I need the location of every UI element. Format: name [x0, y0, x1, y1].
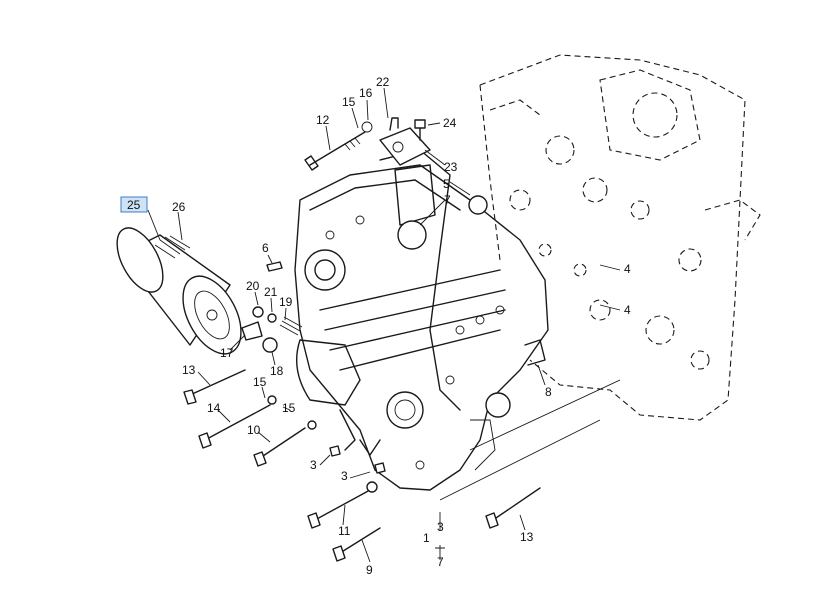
bolts-left [183, 369, 317, 467]
callout-15: 15 [342, 95, 356, 109]
callout-3-a: 3 [310, 458, 317, 472]
callout-3-b: 3 [341, 469, 348, 483]
callout-24: 24 [443, 116, 457, 130]
gear-case-cover [294, 149, 549, 491]
callout-15-a: 15 [253, 375, 267, 389]
callout-11: 11 [338, 524, 351, 538]
callout-labels: 25 26 12 15 16 22 24 23 5 7 6 20 21 19 1… [127, 75, 631, 577]
leader-lines [147, 87, 621, 563]
callout-4-a: 4 [624, 262, 631, 276]
callout-16: 16 [359, 86, 373, 100]
callout-12: 12 [316, 113, 330, 127]
callout-15-b: 15 [282, 401, 296, 415]
callout-22: 22 [376, 75, 390, 89]
callout-6: 6 [262, 241, 269, 255]
engine-block [479, 54, 761, 421]
callout-19: 19 [279, 295, 293, 309]
bolt-12 [304, 121, 373, 171]
bolt-24 [414, 119, 426, 141]
callout-23: 23 [444, 160, 458, 174]
callout-18: 18 [270, 364, 284, 378]
callout-1: 1 [423, 531, 430, 545]
callout-9: 9 [366, 563, 373, 577]
bolts-bottom [307, 445, 541, 562]
callout-26: 26 [172, 200, 186, 214]
callout-8: 8 [545, 385, 552, 399]
small-parts-left [241, 261, 303, 353]
oil-filter [116, 227, 242, 355]
thermostat-housing [379, 117, 488, 215]
callout-7-b: 7 [437, 555, 444, 569]
callout-25[interactable]: 25 [127, 198, 141, 212]
callout-5: 5 [443, 177, 450, 191]
callout-3-c: 3 [437, 520, 444, 534]
callout-13-left: 13 [182, 363, 196, 377]
callout-17: 17 [220, 346, 234, 360]
callout-14: 14 [207, 401, 221, 415]
callout-10: 10 [247, 423, 261, 437]
highlight-box [120, 196, 148, 213]
callout-21: 21 [264, 285, 278, 299]
callout-4-b: 4 [624, 303, 631, 317]
callout-13-right: 13 [520, 530, 534, 544]
callout-20: 20 [246, 279, 260, 293]
callout-7: 7 [444, 193, 451, 207]
